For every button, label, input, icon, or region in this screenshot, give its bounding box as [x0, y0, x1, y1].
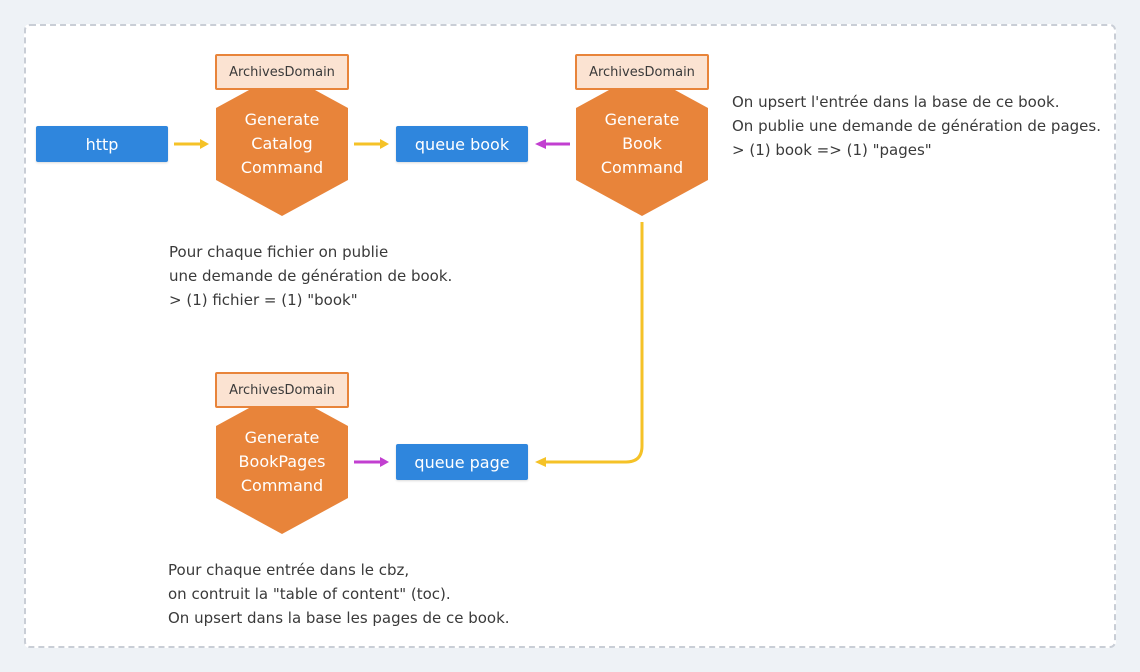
note-line: Pour chaque fichier on publie: [169, 243, 389, 261]
hexagon-generate-catalog-command: [216, 72, 348, 216]
note-line: Pour chaque entrée dans le cbz,: [168, 561, 410, 579]
hex-line: BookPages: [238, 452, 326, 471]
arrow-book-to-queue-page: [546, 222, 644, 464]
diagram-frame: [24, 24, 1116, 648]
hex-line: Generate: [604, 110, 680, 129]
note-line: On upsert l'entrée dans la base de ce bo…: [732, 93, 1060, 111]
note-line: On publie une demande de génération de p…: [732, 117, 1101, 135]
archives-domain-tag-catalog: ArchivesDomain: [215, 54, 349, 90]
note-pages-command: Pour chaque entrée dans le cbz, on contr…: [168, 558, 510, 630]
note-line: > (1) fichier = (1) "book": [169, 291, 358, 309]
arrowhead-book-to-queue-book: [535, 139, 546, 149]
generate-bookpages-command-label: Generate BookPages Command: [216, 426, 348, 498]
note-book-command: On upsert l'entrée dans la base de ce bo…: [732, 90, 1101, 162]
arrowhead-book-to-queue-page: [535, 457, 546, 467]
arrowhead-bookpages-to-queue-page: [380, 457, 389, 467]
hex-line: Catalog: [251, 134, 313, 153]
hex-line: Book: [622, 134, 662, 153]
hexagon-generate-book-command: [576, 72, 708, 216]
hex-line: Command: [600, 158, 684, 177]
generate-catalog-command-label: Generate Catalog Command: [216, 108, 348, 180]
note-catalog-command: Pour chaque fichier on publie une demand…: [169, 240, 452, 312]
hex-line: Generate: [244, 428, 320, 447]
hex-line: Generate: [244, 110, 320, 129]
note-line: on contruit la "table of content" (toc).: [168, 585, 451, 603]
queue-book-box: queue book: [396, 126, 528, 162]
hex-line: Command: [240, 158, 324, 177]
note-line: On upsert dans la base les pages de ce b…: [168, 609, 510, 627]
note-line: > (1) book => (1) "pages": [732, 141, 932, 159]
generate-book-command-label: Generate Book Command: [576, 108, 708, 180]
hex-line: Command: [240, 476, 324, 495]
archives-domain-tag-book: ArchivesDomain: [575, 54, 709, 90]
arrowhead-catalog-to-queue-book: [380, 139, 389, 149]
arrowhead-http-to-catalog: [200, 139, 209, 149]
hexagon-generate-bookpages-command: [216, 390, 348, 534]
archives-domain-tag-pages: ArchivesDomain: [215, 372, 349, 408]
queue-page-box: queue page: [396, 444, 528, 480]
note-line: une demande de génération de book.: [169, 267, 453, 285]
http-box: http: [36, 126, 168, 162]
